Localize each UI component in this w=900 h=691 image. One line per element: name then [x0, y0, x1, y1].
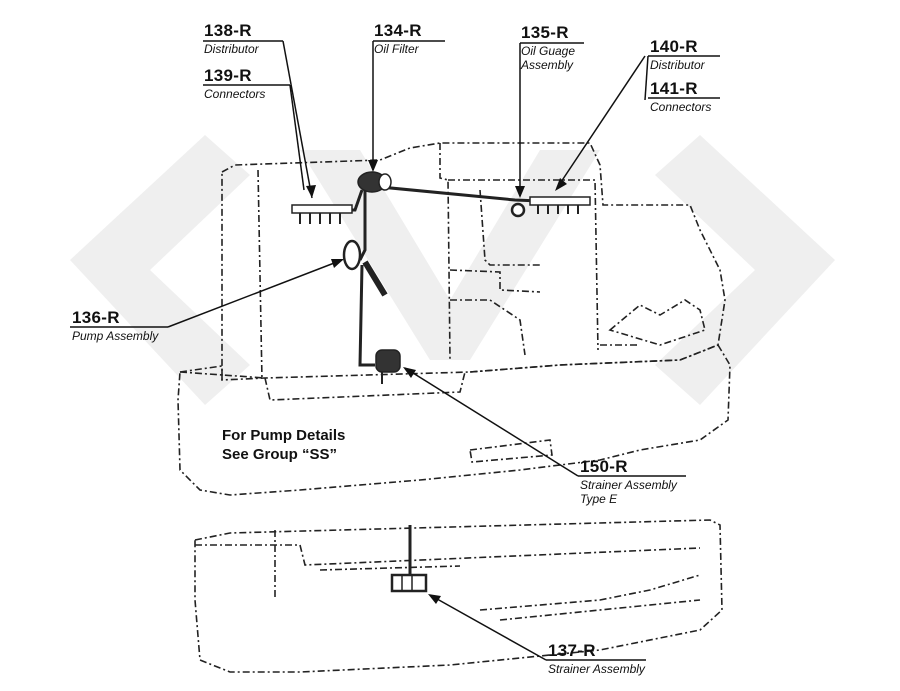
- callout-150-r: 150-R Strainer Assembly Type E: [580, 458, 677, 505]
- part-desc-139-r: Connectors: [204, 87, 266, 101]
- callout-134-r: 134-R Oil Filter: [374, 22, 422, 55]
- pump-details-note-line2: See Group “SS”: [222, 446, 338, 463]
- machine-upper-body: [221, 142, 726, 381]
- part-number-136-r: 136-R: [72, 308, 120, 327]
- watermark-logo: [70, 135, 835, 405]
- part-desc-150-r-line1: Strainer Assembly: [580, 478, 677, 492]
- part-desc-150-r-line2: Type E: [580, 492, 618, 506]
- part-desc-135-r-line1: Oil Guage: [521, 44, 576, 58]
- part-number-150-r: 150-R: [580, 457, 628, 476]
- callout-140-r: 140-R Distributor: [650, 38, 705, 71]
- pump-details-note: For Pump Details See Group “SS”: [222, 426, 345, 464]
- oil-components: [291, 171, 591, 593]
- oil-piping: [295, 184, 591, 575]
- part-desc-135-r-line2: Assembly: [521, 58, 574, 72]
- leader-arrowheads: [306, 160, 567, 604]
- part-desc-136-r: Pump Assembly: [72, 329, 159, 343]
- machine-bed: [177, 344, 731, 496]
- part-number-138-r: 138-R: [204, 21, 252, 40]
- part-number-137-r: 137-R: [548, 641, 596, 660]
- callout-138-r: 138-R Distributor: [204, 22, 259, 55]
- machine-base: [194, 519, 723, 673]
- part-desc-134-r: Oil Filter: [374, 42, 419, 56]
- callout-135-r: 135-R Oil Guage Assembly: [521, 24, 575, 71]
- part-desc-140-r: Distributor: [650, 58, 705, 72]
- part-desc-141-r: Connectors: [650, 100, 712, 114]
- callout-136-r: 136-R Pump Assembly: [72, 309, 158, 342]
- part-number-139-r: 139-R: [204, 66, 252, 85]
- part-desc-137-r: Strainer Assembly: [548, 662, 645, 676]
- leader-lines: [167, 40, 649, 661]
- callout-141-r: 141-R Connectors: [650, 80, 711, 113]
- part-desc-138-r: Distributor: [204, 42, 259, 56]
- part-number-140-r: 140-R: [650, 37, 698, 56]
- pump-details-note-line1: For Pump Details: [222, 427, 346, 444]
- part-number-141-r: 141-R: [650, 79, 698, 98]
- label-underlines: [70, 40, 720, 661]
- part-number-134-r: 134-R: [374, 21, 422, 40]
- callout-137-r: 137-R Strainer Assembly: [548, 642, 645, 675]
- callout-139-r: 139-R Connectors: [204, 67, 265, 100]
- part-number-135-r: 135-R: [521, 23, 569, 42]
